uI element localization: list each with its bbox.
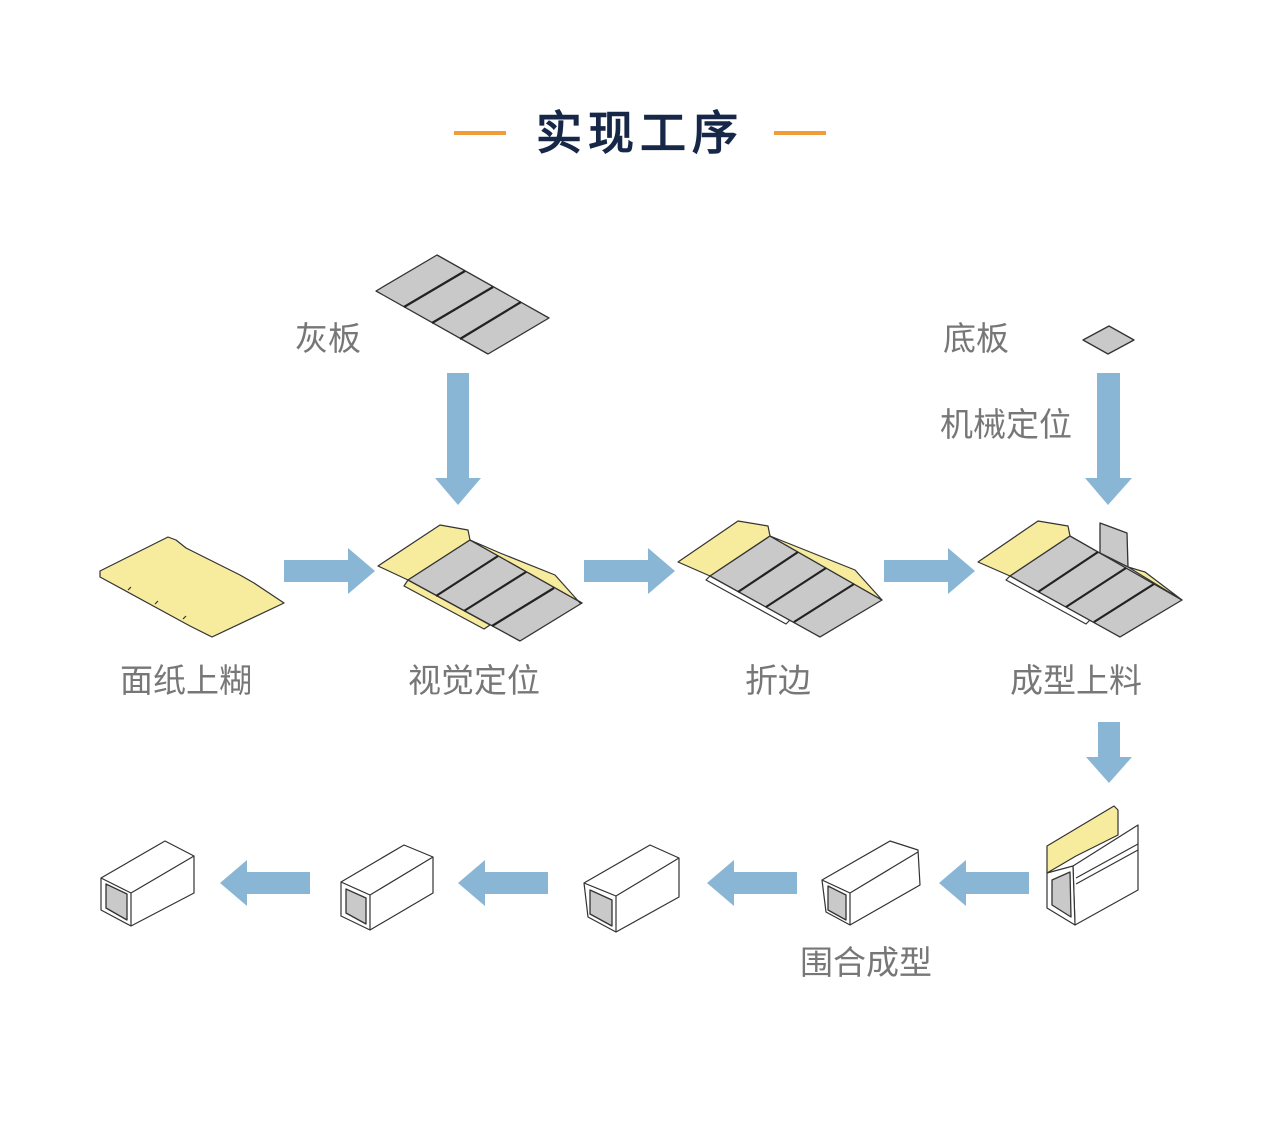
box-stage-1-illustration <box>821 840 921 926</box>
arrow-left-2 <box>707 860 797 906</box>
box-stage-3-illustration <box>340 844 434 931</box>
box-stage-2-illustration <box>583 844 680 933</box>
forming-loading-illustration <box>977 520 1183 638</box>
fold-edge-illustration <box>677 520 883 638</box>
visual-positioning-illustration <box>377 524 583 642</box>
label-fold-edge: 折边 <box>745 661 811 700</box>
label-mechanical-positioning: 机械定位 <box>940 405 1072 444</box>
arrow-down-bottom-board <box>1085 373 1132 505</box>
arrow-right-2 <box>584 548 675 594</box>
title-decor-left <box>454 131 506 135</box>
bottom-board-illustration <box>1082 325 1135 355</box>
arrow-right-3 <box>884 548 975 594</box>
wrap-start-illustration <box>1046 805 1139 926</box>
glue-paper-illustration <box>99 536 285 638</box>
arrow-left-4 <box>220 860 310 906</box>
label-wrap-forming: 围合成型 <box>800 943 932 982</box>
arrow-down-forming <box>1086 722 1132 783</box>
finished-box-illustration <box>100 840 195 927</box>
label-glue-paper: 面纸上糊 <box>120 661 252 700</box>
label-visual-positioning: 视觉定位 <box>408 661 540 700</box>
label-forming-loading: 成型上料 <box>1010 661 1142 700</box>
arrow-down-gray-board <box>435 373 481 505</box>
arrow-left-1 <box>939 860 1029 906</box>
label-gray-board: 灰板 <box>295 319 361 358</box>
label-bottom-board: 底板 <box>943 319 1009 358</box>
arrow-right-1 <box>284 548 375 594</box>
gray-board-illustration <box>375 254 550 355</box>
page-title: 实现工序 <box>536 106 744 160</box>
title-decor-right <box>774 131 826 135</box>
title-bar: 实现工序 <box>0 98 1280 168</box>
arrow-left-3 <box>458 860 548 906</box>
